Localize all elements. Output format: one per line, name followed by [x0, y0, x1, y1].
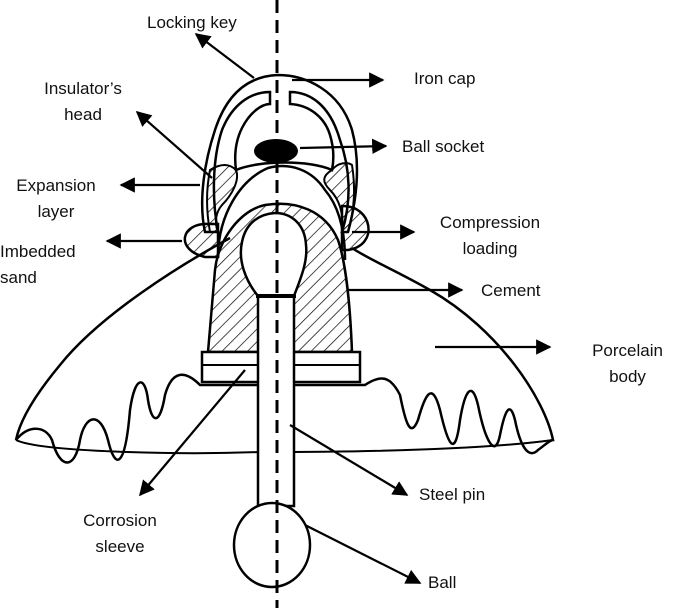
arrow-steel-pin: [289, 424, 409, 496]
arrow-ball: [304, 524, 422, 584]
insulator-head: [216, 164, 347, 261]
arrow-corrosion-sleeve: [139, 369, 246, 497]
label-corrosion-sleeve-line1: Corrosion: [83, 511, 157, 530]
label-ball: Ball: [428, 573, 457, 592]
label-expansion-layer-line1: Expansion: [16, 176, 96, 195]
label-expansion-layer-line2: layer: [37, 202, 75, 221]
label-corrosion-sleeve-line2: sleeve: [95, 537, 145, 556]
label-compression-loading-line1: Compression: [439, 213, 541, 232]
arrow-ball-socket: [299, 138, 388, 155]
arrow-insulators-head: [135, 110, 213, 179]
pin-head: [239, 211, 308, 298]
iron-cap: [200, 73, 359, 234]
label-porcelain-body-line1: Porcelain: [592, 341, 663, 360]
label-imbedded-sand-line2: sand: [0, 268, 37, 287]
label-imbedded-sand-line1: Imbedded: [0, 242, 76, 261]
label-locking-key: Locking key: [147, 13, 237, 32]
label-cement: Cement: [481, 281, 541, 300]
arrow-locking-key: [194, 33, 255, 79]
cement-cap-left: [206, 164, 238, 233]
label-porcelain-body-line2: body: [609, 367, 646, 386]
label-ball-socket: Ball socket: [402, 137, 485, 156]
label-steel-pin: Steel pin: [419, 485, 486, 504]
cement-cap-right: [323, 162, 356, 233]
ball: [232, 501, 312, 589]
label-insulators-head-line1: Insulator’s: [44, 79, 122, 98]
porcelain-body: [14, 236, 555, 464]
label-compression-loading-line2: loading: [462, 239, 518, 258]
label-insulators-head-line2: head: [64, 105, 102, 124]
label-iron-cap: Iron cap: [414, 69, 476, 88]
